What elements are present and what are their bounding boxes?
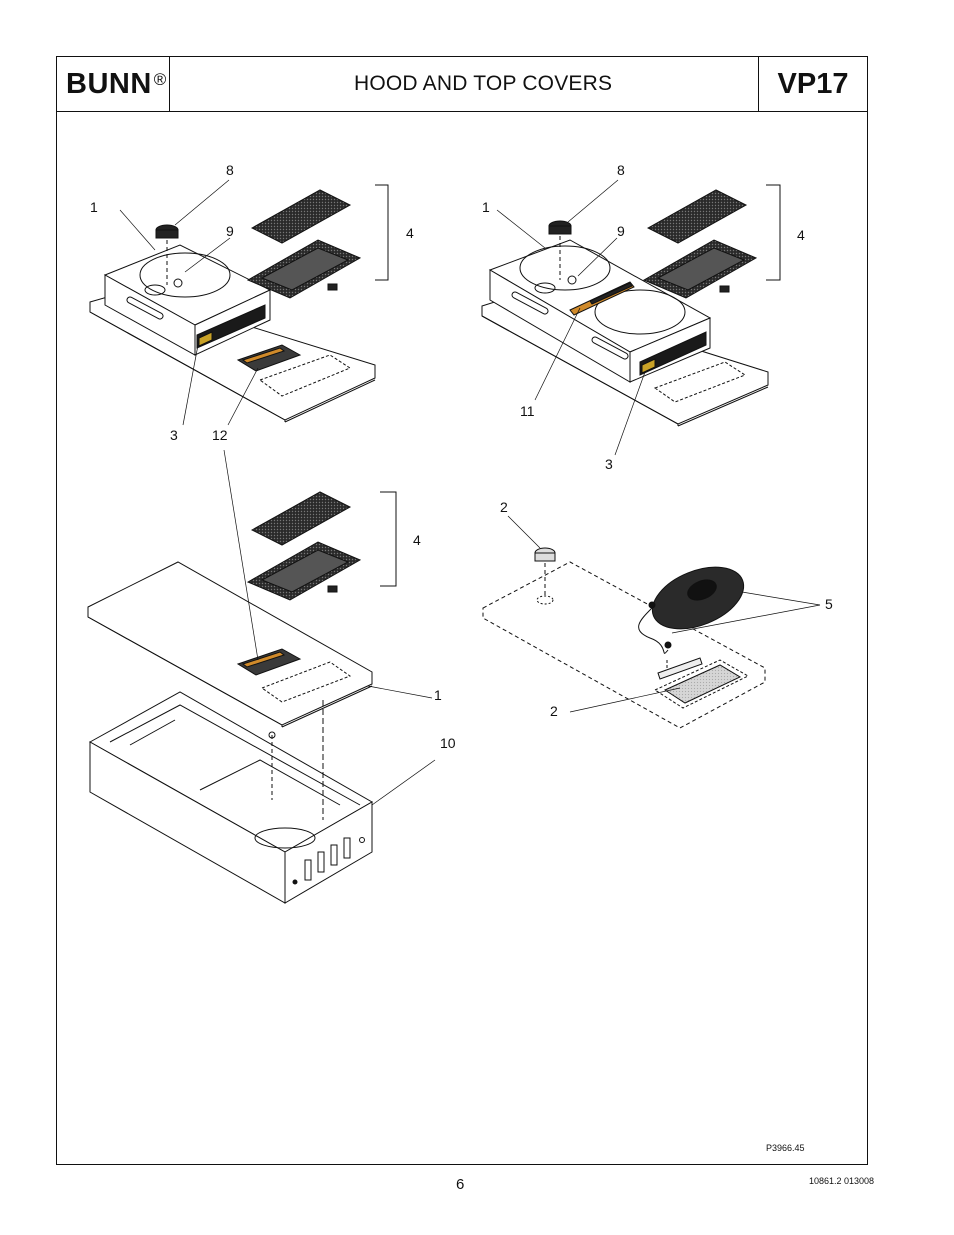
top-cover-outline	[482, 561, 766, 729]
callout-8: 8	[226, 162, 234, 178]
drip-screen	[663, 664, 742, 704]
callout-10: 10	[440, 735, 456, 751]
callout-5: 5	[825, 596, 833, 612]
callout-1: 1	[90, 199, 98, 215]
callout-4: 4	[413, 532, 421, 548]
caution-label	[236, 344, 302, 372]
callout-1: 1	[434, 687, 442, 703]
callout-8: 8	[617, 162, 625, 178]
title-block: BUNN® HOOD AND TOP COVERS VP17	[57, 57, 867, 112]
callout-1: 1	[482, 199, 490, 215]
warning-decal	[639, 331, 707, 376]
warning-tag	[657, 657, 703, 680]
callout-2: 2	[550, 703, 558, 719]
callout-9: 9	[617, 223, 625, 239]
callout-2: 2	[500, 499, 508, 515]
drip-pad-assembly	[482, 515, 821, 729]
tray-cover	[646, 189, 748, 244]
registered-mark: ®	[153, 70, 167, 89]
hood-assembly-double	[481, 179, 781, 456]
top-cover-and-housing	[87, 449, 436, 904]
figure-number: P3966.45	[766, 1143, 805, 1153]
callout-3: 3	[605, 456, 613, 472]
callout-12: 12	[212, 427, 228, 443]
base-housing-front	[89, 741, 286, 904]
hood-assembly-single	[89, 179, 389, 426]
page-title: HOOD AND TOP COVERS	[354, 72, 613, 95]
callout-9: 9	[226, 223, 234, 239]
callout-11: 11	[520, 403, 535, 419]
callout-3: 3	[170, 427, 178, 443]
callout-4: 4	[797, 227, 805, 243]
page-number: 6	[456, 1176, 465, 1193]
tray-cover	[250, 189, 352, 244]
brand-logo: BUNN®	[57, 57, 170, 111]
callout-4: 4	[406, 225, 414, 241]
page-frame: BUNN® HOOD AND TOP COVERS VP17	[56, 56, 868, 1165]
caution-label	[236, 648, 302, 676]
document-number: 10861.2 013008	[809, 1176, 875, 1186]
model-number: VP17	[758, 57, 867, 111]
brand-name: BUNN	[66, 67, 152, 100]
base-housing-side	[284, 801, 373, 904]
tray-cover	[250, 491, 352, 546]
warning-decal	[196, 304, 266, 349]
